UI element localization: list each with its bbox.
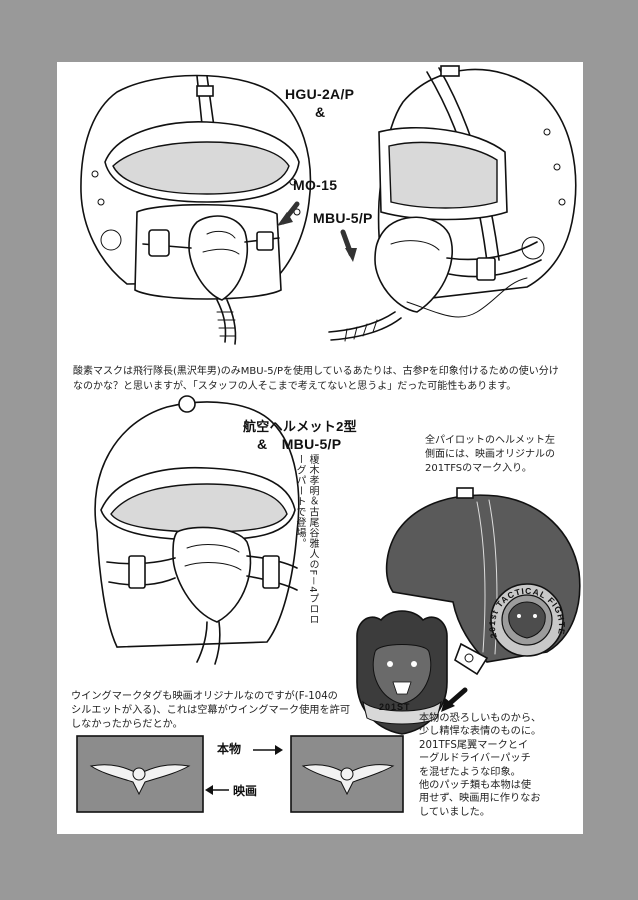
manga-page: HGU-2A/P & MO-15 MBU-5/P 酸素マスクは飛行隊長(黒沢年男… [53,54,583,834]
helmet-type2-drawing [94,395,300,665]
helmet-front-drawing [80,74,312,345]
label-hgu-2a-p: HGU-2A/P [285,86,355,102]
patch-line-3: 201TFS尾翼マークとイ [419,739,529,751]
label-mo-15: MO-15 [293,177,338,193]
pilot-helmet-note: 全パイロットのヘルメット左 側面には、映画オリジナルの 201TFSのマーク入り… [425,434,583,476]
label-honmono: 本物 [217,742,242,756]
wing-tag-real [76,735,204,813]
arrows-tag-icon [205,745,283,795]
helmet-side-drawing [328,65,577,342]
vertical-note: 榎木孝明＆古尾谷雅人のF－4プロローグパートで登場。 [294,454,318,625]
oxygen-line-2: なのかな？と思いますが、「スタッフの人そこまで考えてないと思うよ」だった可能性も… [73,381,517,392]
patch-line-4: ーグルドライバーパッチ [419,753,531,765]
patch-line-7: 用せず、映画用に作りなお [419,793,541,805]
helmet-emblem-ring-text: 201st TACTICAL FIGHTER SQ [53,54,566,639]
helmet-dark-side-drawing [385,487,581,676]
label-mbu-5-p-mid: & MBU-5/P [257,436,342,452]
patch-line-6: 他のパッチ類も本物は使 [419,780,532,792]
pilot-note-line-3: 201TFSのマーク入り。 [425,463,532,474]
label-koku-helmet: 航空ヘルメット2型 [243,419,357,434]
label-ampersand-top: & [315,104,326,120]
patch-paragraph: 本物の恐ろしいものから、 少し精悍な表情のものに。 201TFS尾翼マークとイ … [419,712,583,819]
label-eiga: 映画 [233,784,258,798]
bear-patch-drawing [356,610,448,735]
wing-line-2: シルエットが入る)、これは空幕がウイングマーク使用を許可 [71,705,351,716]
arrow-patch-icon [441,687,468,712]
patch-line-1: 本物の恐ろしいものから、 [419,713,542,724]
oxygen-line-1: 酸素マスクは飛行隊長(黒沢年男)のみMBU-5/Pを使用しているあたりは、古参P… [73,366,559,377]
pilot-note-line-1: 全パイロットのヘルメット左 [425,435,555,446]
wing-tag-movie [290,735,404,813]
patch-line-2: 少し精悍な表情のものに。 [419,726,542,738]
patch-line-8: していました。 [419,806,491,818]
wing-line-1: ウイングマークタグも映画オリジナルなのですが(F-104の [71,691,338,702]
patch-line-5: を混ぜたような印象。 [419,766,521,778]
wing-line-3: しなかったからだとか。 [71,719,183,730]
patch-banner-text: 201ST [379,702,411,712]
oxygen-mask-paragraph: 酸素マスクは飛行隊長(黒沢年男)のみMBU-5/Pを使用しているあたりは、古参P… [73,364,583,394]
wing-mark-paragraph: ウイングマークタグも映画オリジナルなのですが(F-104の シルエットが入る)、… [71,690,371,732]
label-mbu-5-p-top: MBU-5/P [313,210,373,226]
arrow-mo15-icon [277,201,357,262]
pilot-note-line-2: 側面には、映画オリジナルの [425,449,555,460]
